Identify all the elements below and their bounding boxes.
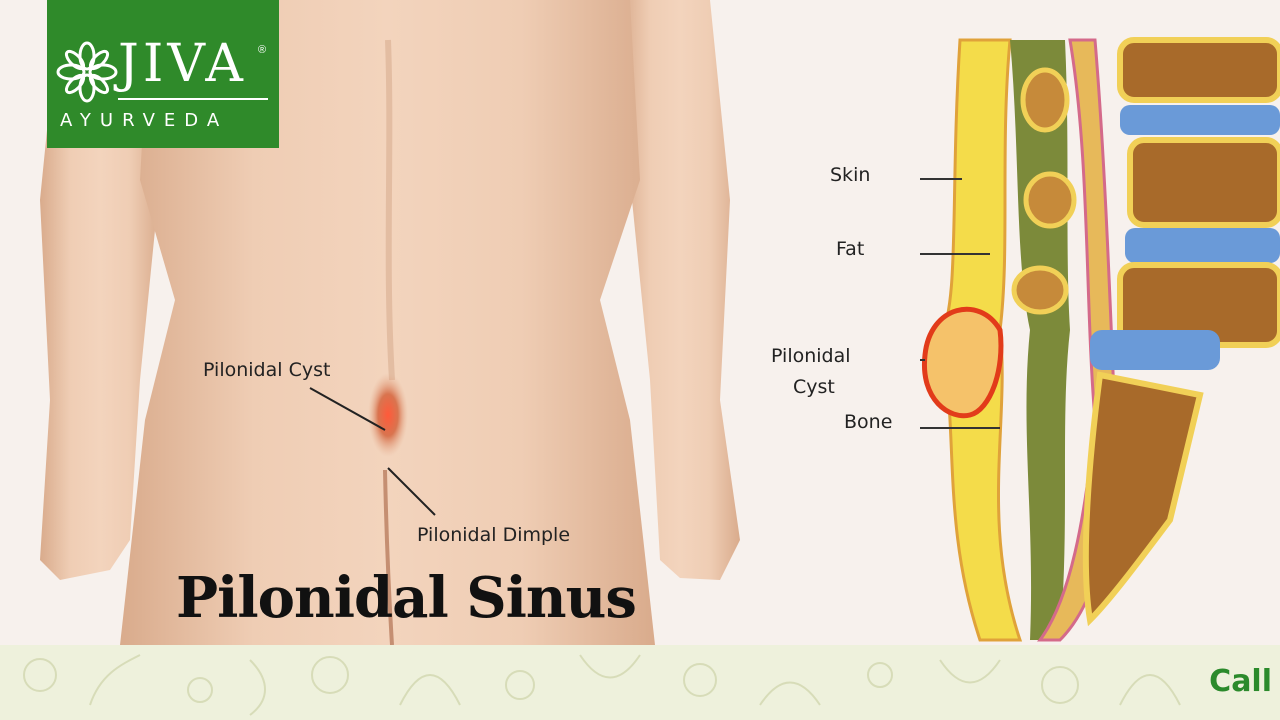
cyst-label-line2: Cyst: [793, 376, 835, 398]
back-body-illustration: [40, 0, 740, 645]
registered-mark: ®: [258, 44, 267, 56]
call-text[interactable]: Call: [1209, 664, 1272, 699]
skin-label: Skin: [830, 164, 871, 186]
page-title: Pilonidal Sinus: [176, 565, 637, 631]
brand-tagline: AYURVEDA: [60, 110, 229, 131]
herbal-pattern: [23, 654, 1181, 716]
jiva-logo: [47, 0, 279, 148]
fat-label: Fat: [836, 238, 865, 260]
pilonidal-dimple-label: Pilonidal Dimple: [417, 524, 571, 546]
pilonidal-label-line1: Pilonidal: [771, 345, 851, 367]
flower-icon: [56, 41, 118, 103]
illustration-stage: Pilonidal Cyst Pilonidal Dimple Skin Fat…: [40, 0, 1280, 645]
bone-label: Bone: [844, 411, 893, 433]
brand-name: JIVA: [118, 34, 247, 94]
pilonidal-cyst-label: Pilonidal Cyst: [203, 359, 331, 381]
logo-divider: [118, 98, 268, 100]
spine-cross-section: [920, 37, 1280, 642]
footer-strip: [0, 645, 1280, 720]
